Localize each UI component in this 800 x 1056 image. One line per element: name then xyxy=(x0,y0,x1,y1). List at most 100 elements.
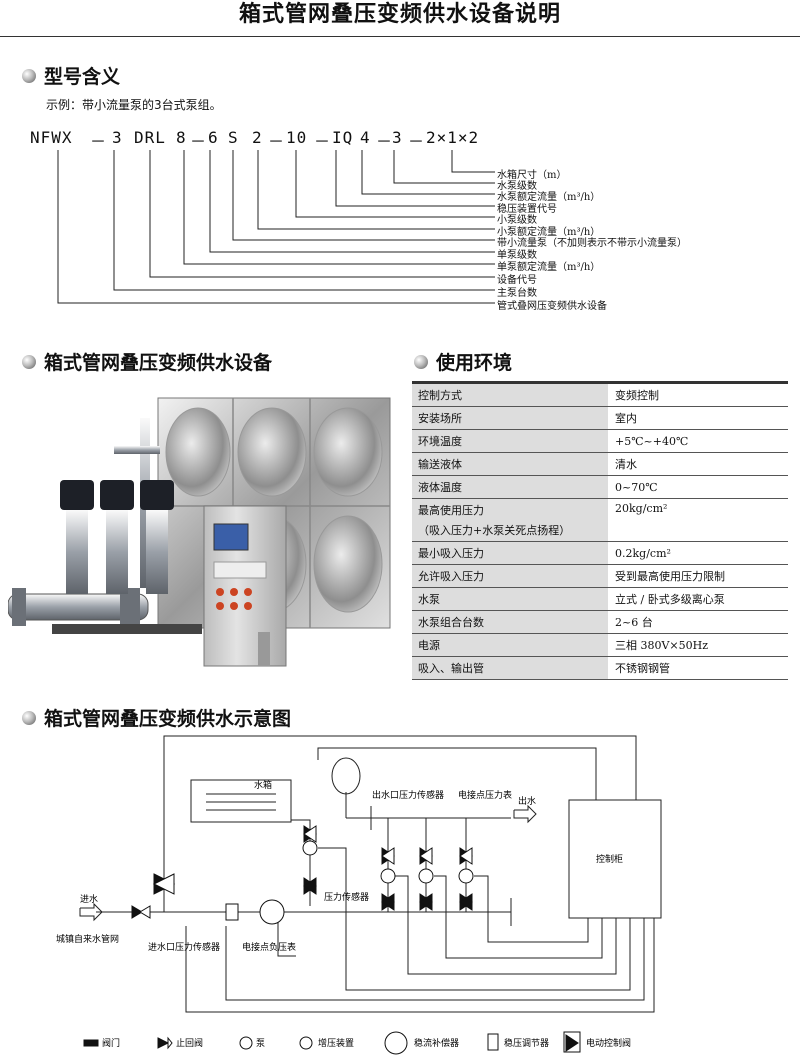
table-row: 环境温度+5℃~+40℃ xyxy=(412,429,788,453)
env-key: 电源 xyxy=(412,633,609,657)
code-part: － xyxy=(190,132,208,151)
legend-item: 稳流补偿器 xyxy=(414,1037,459,1049)
model-legend-item: 设备代号 xyxy=(497,275,537,286)
code-part: 2 xyxy=(252,128,263,147)
model-legend-item: 单泵额定流量（m³/h） xyxy=(497,262,601,273)
bullet-icon xyxy=(414,354,428,369)
city-mains-label: 城镇自来水管网 xyxy=(56,933,119,945)
contact-gauge-bottom-label: 电接点负压表 xyxy=(242,941,296,953)
water-in-label: 进水 xyxy=(80,893,98,905)
env-key: 水泵组合台数 xyxy=(412,610,609,634)
env-key: 最小吸入压力 xyxy=(412,541,609,565)
table-row: 水泵立式 / 卧式多级离心泵 xyxy=(412,587,788,611)
model-legend-item: 水泵级数 xyxy=(497,181,537,192)
bullet-icon xyxy=(22,68,36,83)
model-legend-item: 小泵额定流量（m³/h） xyxy=(497,227,601,238)
inlet-sensor-label: 进水口压力传感器 xyxy=(148,941,220,953)
env-value: 室内 xyxy=(608,406,788,430)
section-heading-equipment: 箱式管网叠压变频供水设备 xyxy=(22,348,272,375)
code-part: 8 xyxy=(176,128,187,147)
env-key-line: 最高使用压力 xyxy=(418,504,484,517)
table-top-rule xyxy=(412,381,788,384)
table-row: 输送液体清水 xyxy=(412,452,788,476)
table-row: 允许吸入压力受到最高使用压力限制 xyxy=(412,564,788,588)
code-part: 10 xyxy=(286,128,308,147)
code-part: 3 xyxy=(392,128,403,147)
bullet-icon xyxy=(22,710,36,725)
table-row: 电源三相 380V×50Hz xyxy=(412,633,788,657)
legend-item: 稳压调节器 xyxy=(504,1037,549,1049)
code-part: NFWX xyxy=(30,128,73,147)
env-value: +5℃~+40℃ xyxy=(608,429,788,453)
env-value: 三相 380V×50Hz xyxy=(608,633,788,657)
code-part: DRL xyxy=(134,128,166,147)
env-value: 立式 / 卧式多级离心泵 xyxy=(608,587,788,611)
section-title: 型号含义 xyxy=(44,66,121,88)
model-legend-item: 管式叠网压变频供水设备 xyxy=(497,301,607,312)
env-value: 0.2kg/cm² xyxy=(608,541,788,565)
env-key: 允许吸入压力 xyxy=(412,564,609,588)
pressure-sensor-label: 压力传感器 xyxy=(324,891,369,903)
env-key-line: （吸入压力+水泵关死点扬程） xyxy=(418,524,571,537)
section-title: 使用环境 xyxy=(436,352,513,374)
env-key: 环境温度 xyxy=(412,429,609,453)
code-part: 4 xyxy=(360,128,371,147)
contact-gauge-label: 电接点压力表 xyxy=(458,789,512,801)
control-cabinet-label: 控制柜 xyxy=(596,853,623,865)
code-part: － xyxy=(376,132,394,151)
env-value: 清水 xyxy=(608,452,788,476)
table-row: 安装场所室内 xyxy=(412,406,788,430)
env-key: 最高使用压力 （吸入压力+水泵关死点扬程） xyxy=(412,498,609,542)
table-row: 吸入、输出管不锈钢钢管 xyxy=(412,656,788,680)
table-row: 控制方式变频控制 xyxy=(412,384,788,407)
code-part: － xyxy=(314,132,332,151)
equipment-photo xyxy=(8,397,391,667)
env-key: 吸入、输出管 xyxy=(412,656,609,680)
legend-item: 电动控制阀 xyxy=(586,1037,631,1049)
model-legend-item: 带小流量泵（不加则表示不带示小流量泵） xyxy=(497,238,687,249)
legend-item: 阀门 xyxy=(102,1037,120,1049)
env-value: 20kg/cm² xyxy=(608,498,788,542)
code-part: 2×1×2 xyxy=(426,128,480,147)
code-part: － xyxy=(268,132,286,151)
code-part: － xyxy=(90,132,108,151)
env-key: 控制方式 xyxy=(412,384,609,407)
model-legend-item: 水箱尺寸（m） xyxy=(497,170,567,181)
model-legend-item: 稳压装置代号 xyxy=(497,204,557,215)
model-legend-item: 小泵级数 xyxy=(497,215,537,226)
env-key: 输送液体 xyxy=(412,452,609,476)
model-leader-lines xyxy=(57,150,495,304)
model-legend-item: 主泵台数 xyxy=(497,288,537,299)
env-value: 2~6 台 xyxy=(608,610,788,634)
outlet-sensor-label: 出水口压力传感器 xyxy=(372,789,444,801)
section-heading-env: 使用环境 xyxy=(414,348,512,375)
section-heading-model: 型号含义 xyxy=(22,62,120,89)
code-part: 3 xyxy=(112,128,123,147)
system-schematic: 水箱 出水口压力传感器 电接点压力表 出水 控制柜 压力传感器 进水 城镇自来水… xyxy=(56,735,662,1055)
legend-item: 止回阀 xyxy=(176,1037,203,1049)
model-code: NFWX － 3 DRL 8 － 6 S 2 － 10 － IQ 4 － 3 －… xyxy=(30,128,500,151)
model-legend-item: 单泵级数 xyxy=(497,250,537,261)
section-title: 箱式管网叠压变频供水设备 xyxy=(44,352,273,374)
tank-label: 水箱 xyxy=(254,779,272,791)
env-value: 变频控制 xyxy=(608,384,788,407)
legend-item: 增压装置 xyxy=(318,1037,354,1049)
page-title: 箱式管网叠压变频供水设备说明 xyxy=(238,2,561,27)
model-example: 示例：带小流量泵的3台式泵组。 xyxy=(46,98,222,112)
code-part: IQ xyxy=(332,128,354,147)
env-key: 液体温度 xyxy=(412,475,609,499)
env-key: 安装场所 xyxy=(412,406,609,430)
table-row: 最高使用压力 （吸入压力+水泵关死点扬程） 20kg/cm² xyxy=(412,498,788,542)
code-part: S xyxy=(228,128,239,147)
env-key: 水泵 xyxy=(412,587,609,611)
section-heading-diagram: 箱式管网叠压变频供水示意图 xyxy=(22,704,291,731)
env-value: 受到最高使用压力限制 xyxy=(608,564,788,588)
env-value: 不锈钢钢管 xyxy=(608,656,788,680)
code-part: 6 xyxy=(208,128,219,147)
env-value: 0~70℃ xyxy=(608,475,788,499)
environment-table: 控制方式变频控制 安装场所室内 环境温度+5℃~+40℃ 输送液体清水 液体温度… xyxy=(412,381,788,680)
water-out-label: 出水 xyxy=(518,795,536,807)
